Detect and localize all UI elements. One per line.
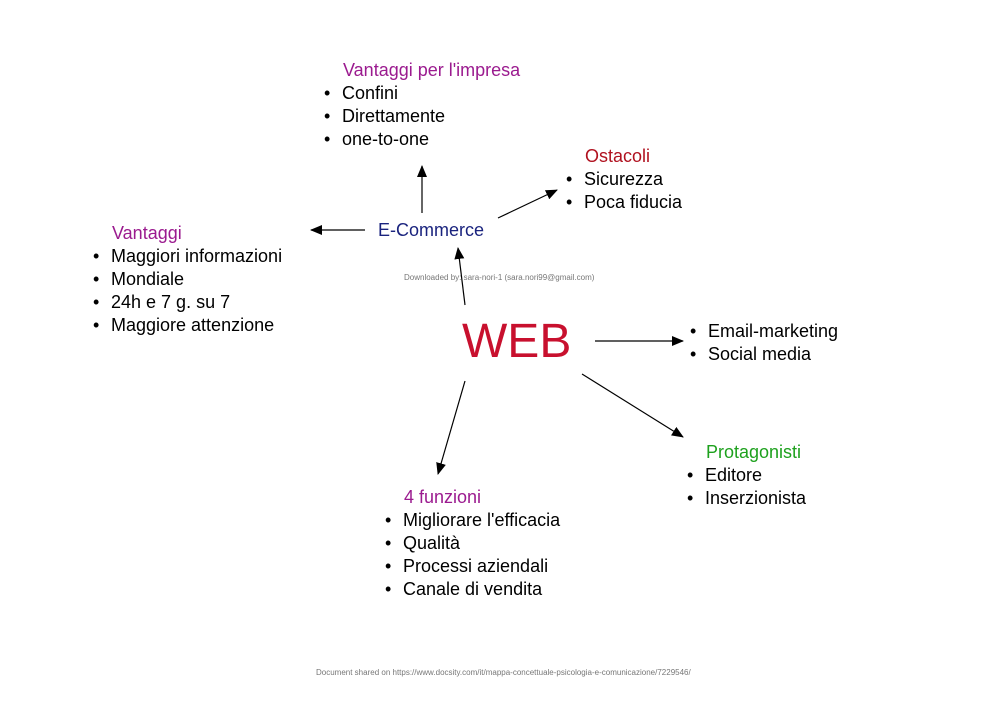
- center-node-web: WEB: [462, 315, 572, 368]
- node-vantaggi: Vantaggi Maggiori informazioni Mondiale …: [91, 222, 282, 337]
- node-marketing: Email-marketing Social media: [688, 320, 838, 366]
- list-item: Maggiore attenzione: [91, 314, 282, 337]
- arrow-web-to-funzioni: [436, 380, 466, 475]
- list-item: Processi aziendali: [383, 555, 560, 578]
- list-item: Canale di vendita: [383, 578, 560, 601]
- ostacoli-list: Sicurezza Poca fiducia: [564, 168, 682, 214]
- list-item: 24h e 7 g. su 7: [91, 291, 282, 314]
- vantaggi-impresa-list: Confini Direttamente one-to-one: [322, 82, 520, 151]
- list-item: Editore: [685, 464, 806, 487]
- funzioni-list: Migliorare l'efficacia Qualità Processi …: [383, 509, 560, 601]
- node-vantaggi-impresa: Vantaggi per l'impresa Confini Direttame…: [322, 59, 520, 151]
- arrow-web-to-protagonisti: [581, 373, 684, 438]
- vantaggi-heading: Vantaggi: [112, 223, 182, 243]
- list-item: Direttamente: [322, 105, 520, 128]
- list-item: Social media: [688, 343, 838, 366]
- downloaded-watermark: Downloaded by: sara-nori-1 (sara.nori99@…: [404, 273, 595, 282]
- node-ostacoli: Ostacoli Sicurezza Poca fiducia: [564, 145, 682, 214]
- marketing-list: Email-marketing Social media: [688, 320, 838, 366]
- arrow-web-to-ecommerce: [454, 247, 466, 306]
- vantaggi-list: Maggiori informazioni Mondiale 24h e 7 g…: [91, 245, 282, 337]
- arrow-ecommerce-to-ostacoli: [497, 189, 558, 219]
- node-protagonisti: Protagonisti Editore Inserzionista: [685, 441, 806, 510]
- protagonisti-heading: Protagonisti: [706, 442, 802, 462]
- list-item: Confini: [322, 82, 520, 105]
- list-item: Poca fiducia: [564, 191, 682, 214]
- list-item: Migliorare l'efficacia: [383, 509, 560, 532]
- list-item: Maggiori informazioni: [91, 245, 282, 268]
- funzioni-heading: 4 funzioni: [404, 487, 482, 507]
- list-item: Email-marketing: [688, 320, 838, 343]
- list-item: one-to-one: [322, 128, 520, 151]
- node-funzioni: 4 funzioni Migliorare l'efficacia Qualit…: [383, 486, 560, 601]
- protagonisti-list: Editore Inserzionista: [685, 464, 806, 510]
- node-ecommerce: E-Commerce: [378, 220, 485, 240]
- shared-watermark: Document shared on https://www.docsity.c…: [316, 668, 691, 677]
- list-item: Qualità: [383, 532, 560, 555]
- list-item: Sicurezza: [564, 168, 682, 191]
- list-item: Inserzionista: [685, 487, 806, 510]
- ostacoli-heading: Ostacoli: [585, 146, 651, 166]
- list-item: Mondiale: [91, 268, 282, 291]
- vantaggi-impresa-heading: Vantaggi per l'impresa: [343, 60, 521, 80]
